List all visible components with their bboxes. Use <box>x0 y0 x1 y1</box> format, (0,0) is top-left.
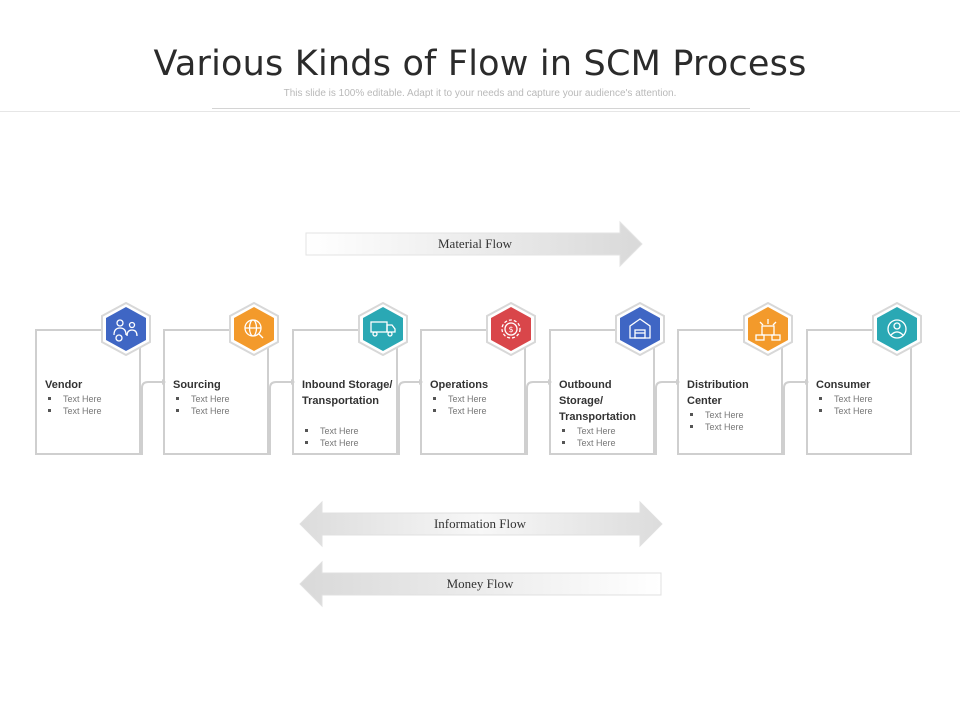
step-bullets: Text Here Text Here <box>173 393 230 417</box>
consumer-globe-icon <box>887 319 907 339</box>
bullet-item: Text Here <box>302 437 359 449</box>
step-title: Consumer <box>816 379 871 391</box>
bullet-item: Text Here <box>687 421 744 433</box>
material-flow-arrow <box>305 220 643 268</box>
consumer-hexagon <box>870 301 924 357</box>
step-title: Vendor <box>45 379 83 391</box>
inbound-hexagon <box>356 301 410 357</box>
bullet-item: Text Here <box>173 405 230 417</box>
bullet-item: Text Here <box>45 405 102 417</box>
information-flow-arrow <box>299 500 663 548</box>
gear-dollar-icon: $ <box>501 319 521 339</box>
material-flow-label: Material Flow <box>437 236 512 251</box>
information-flow-label: Information Flow <box>433 516 527 531</box>
money-flow-label: Money Flow <box>446 576 514 591</box>
step-bullets: Text Here Text Here <box>45 393 102 417</box>
money-flow-arrow <box>299 560 662 608</box>
truck-icon <box>370 321 396 337</box>
bullet-item: Text Here <box>816 405 873 417</box>
subtitle-divider <box>212 108 750 109</box>
bullet-item: Text Here <box>173 393 230 405</box>
step-bullets: Text Here Text Here <box>430 393 487 417</box>
bullet-item: Text Here <box>687 409 744 421</box>
page-subtitle: This slide is 100% editable. Adapt it to… <box>283 88 677 99</box>
svg-text:$: $ <box>508 325 513 334</box>
outbound-hexagon <box>613 301 667 357</box>
step-title: Outbound Storage/ Transportation <box>559 379 637 423</box>
step-bullets: Text Here Text Here <box>302 425 359 449</box>
step-title: Inbound Storage/ Transportation <box>302 379 393 407</box>
distribution-hexagon <box>741 301 795 357</box>
operations-hexagon: $ <box>484 301 538 357</box>
header-divider <box>0 111 960 112</box>
page-title: Various Kinds of Flow in SCM Process <box>153 44 807 84</box>
bullet-item: Text Here <box>430 405 487 417</box>
bullet-item: Text Here <box>559 425 616 437</box>
vendor-people-icon <box>113 319 138 342</box>
step-title: Sourcing <box>173 379 221 391</box>
globe-search-icon <box>244 319 264 339</box>
bullet-item: Text Here <box>45 393 102 405</box>
bullet-item: Text Here <box>816 393 873 405</box>
bullet-item: Text Here <box>559 437 616 449</box>
sourcing-hexagon <box>227 301 281 357</box>
step-title: Operations <box>430 379 489 391</box>
step-card-distribution-center: Distribution Center Text Here Text Here <box>677 329 783 455</box>
step-bullets: Text Here Text Here <box>687 409 744 433</box>
step-bullets: Text Here Text Here <box>559 425 616 449</box>
distribution-boxes-icon <box>755 319 781 341</box>
warehouse-icon <box>629 318 651 339</box>
step-card-vendor: Vendor Text Here Text Here <box>35 329 141 455</box>
bullet-item: Text Here <box>430 393 487 405</box>
step-bullets: Text Here Text Here <box>816 393 873 417</box>
bullet-item: Text Here <box>302 425 359 437</box>
vendor-hexagon <box>99 301 153 357</box>
step-title: Distribution Center <box>687 379 749 407</box>
